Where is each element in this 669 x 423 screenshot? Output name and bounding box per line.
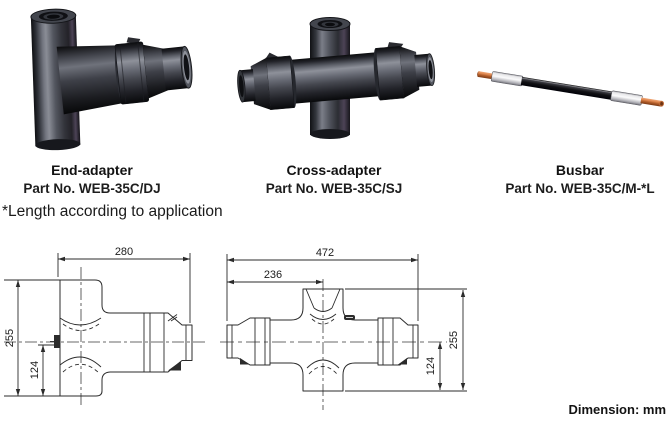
dim-center-to-bottom: 124 (29, 361, 41, 379)
end-adapter-illustration (30, 8, 193, 151)
cross-adapter-image (237, 17, 436, 139)
product-caption-cross-adapter: Cross-adapter Part No. WEB-35C/SJ (224, 162, 444, 197)
product-caption-busbar: Busbar Part No. WEB-35C/M-*L (470, 162, 669, 197)
dim-height: 255 (4, 329, 16, 347)
product-name: Busbar (555, 162, 605, 178)
product-part-number: Part No. WEB-35C/DJ (23, 181, 161, 196)
product-name: End-adapter (51, 162, 133, 178)
dim-width: 280 (115, 246, 133, 258)
product-part-number: Part No. WEB-35C/M-*L (505, 181, 655, 196)
clamp-wedge (168, 361, 181, 371)
cross-adapter-drawing: 472 236 255 124 (215, 247, 475, 423)
product-name: Cross-adapter (286, 162, 382, 178)
length-note: *Length according to application (2, 203, 223, 220)
clamp-wedge (398, 358, 407, 365)
product-caption-end-adapter: End-adapter Part No. WEB-35C/DJ (0, 162, 202, 197)
dim-height: 255 (448, 331, 460, 349)
end-adapter-image (30, 8, 193, 151)
busbar-illustration (477, 71, 665, 107)
dimension-unit-note: Dimension: mm (568, 402, 666, 417)
dim-width: 472 (316, 247, 334, 259)
busbar-image (477, 71, 665, 107)
product-part-number: Part No. WEB-35C/SJ (265, 181, 403, 196)
clamp-wedge (240, 358, 250, 365)
cross-adapter-illustration (237, 17, 436, 139)
flange-tab (54, 335, 60, 348)
dim-center-to-bottom: 124 (425, 357, 437, 375)
end-adapter-drawing: 280 255 124 (4, 246, 230, 423)
dim-end-to-center: 236 (264, 269, 282, 281)
